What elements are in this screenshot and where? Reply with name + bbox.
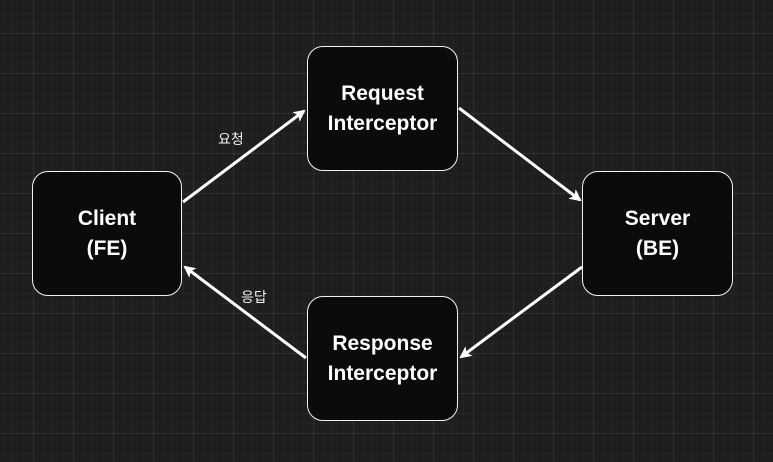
arrow-server-to-response-interceptor — [459, 265, 583, 359]
response-interceptor-subtitle: Interceptor — [327, 361, 438, 385]
response-interceptor-node[interactable]: Response Interceptor — [307, 296, 458, 421]
arrow-client-to-request-interceptor — [182, 109, 306, 204]
server-subtitle: (BE) — [635, 236, 680, 260]
client-node[interactable]: Client (FE) — [32, 171, 182, 296]
request-interceptor-node[interactable]: Request Interceptor — [307, 46, 458, 171]
arrow-response-interceptor-to-client — [183, 265, 307, 360]
client-title: Client — [77, 206, 137, 230]
request-edge-label: 요청 — [218, 132, 244, 148]
request-interceptor-subtitle: Interceptor — [327, 111, 438, 135]
response-interceptor-title: Response — [332, 331, 433, 355]
request-interceptor-title: Request — [341, 81, 424, 105]
client-subtitle: (FE) — [86, 236, 128, 260]
response-edge-label: 응답 — [241, 290, 267, 306]
server-node[interactable]: Server (BE) — [582, 171, 733, 296]
arrow-request-interceptor-to-server — [458, 106, 582, 202]
server-title: Server — [624, 206, 691, 230]
